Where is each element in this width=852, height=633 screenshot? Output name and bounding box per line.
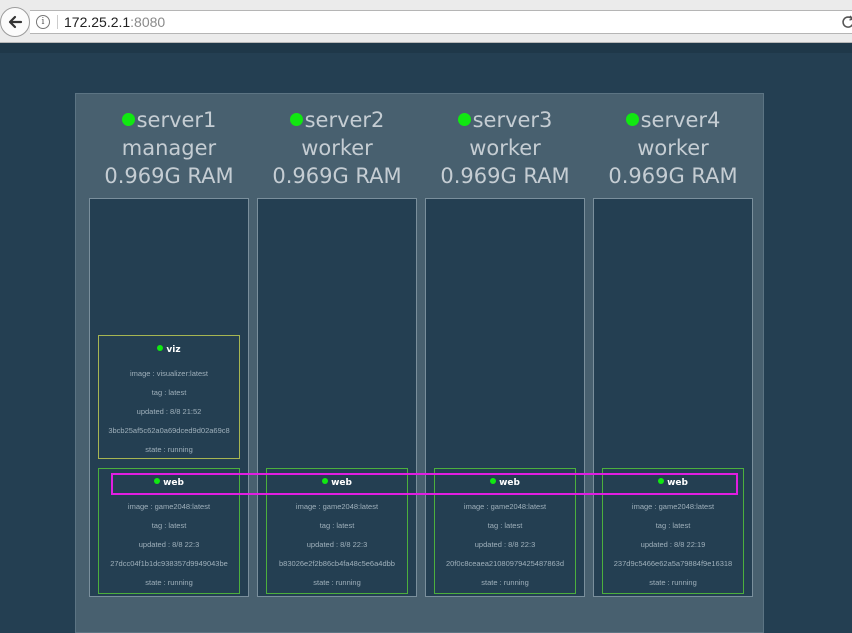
node-header: server3 worker 0.969G RAM [417, 106, 593, 190]
url-port: :8080 [130, 14, 166, 30]
task-name-row: web [435, 478, 575, 489]
task-image: image : game2048:latest [127, 502, 211, 511]
node-name-row: server3 [417, 106, 593, 134]
status-dot-icon [625, 113, 639, 126]
page-top-band [0, 43, 852, 53]
node-role: worker [637, 136, 709, 160]
task-tag: tag : latest [487, 521, 523, 530]
task-tag: tag : latest [151, 388, 187, 397]
status-dot-icon [289, 113, 303, 126]
task-card-web[interactable]: web image : game2048:latest tag : latest… [434, 468, 576, 594]
task-id: b83026e2f2b86cb4fa48c5e6a4dbb [279, 559, 395, 568]
task-name: viz [166, 345, 181, 355]
task-updated: updated : 8/8 21:52 [136, 407, 202, 416]
status-dot-icon [457, 113, 471, 126]
task-state: state : running [481, 578, 529, 587]
task-id: 237d9c5466e62a5a79884f9e16318 [613, 559, 733, 568]
task-card-web[interactable]: web image : game2048:latest tag : latest… [266, 468, 408, 594]
task-image: image : game2048:latest [463, 502, 547, 511]
task-state: state : running [649, 578, 697, 587]
status-dot-icon [658, 478, 665, 484]
task-card-web[interactable]: web image : game2048:latest tag : latest… [602, 468, 744, 594]
task-name-row: web [99, 478, 239, 489]
node-role: worker [469, 136, 541, 160]
node-task-column: web image : game2048:latest tag : latest… [593, 198, 753, 597]
node-task-column: web image : game2048:latest tag : latest… [257, 198, 417, 597]
node-ram: 0.969G RAM [608, 164, 738, 188]
back-button[interactable] [0, 7, 30, 37]
task-updated: updated : 8/8 22:19 [640, 540, 706, 549]
task-image: image : visualizer:latest [130, 369, 208, 378]
url-host: 172.25.2.1 [64, 14, 131, 30]
status-dot-icon [157, 345, 164, 351]
node-role: manager [121, 136, 217, 160]
task-id: 27dcc04f1b1dc938357d9949043be [110, 559, 228, 568]
status-dot-icon [121, 113, 135, 126]
status-dot-icon [154, 478, 161, 484]
task-state: state : running [313, 578, 361, 587]
task-name-row: web [267, 478, 407, 489]
task-card-viz[interactable]: viz image : visualizer:latest tag : late… [98, 335, 240, 459]
task-name: web [667, 478, 688, 488]
arrow-left-icon [8, 15, 23, 29]
web-service-highlight-box [111, 473, 738, 495]
node-name: server2 [304, 108, 385, 132]
task-name: web [163, 478, 184, 488]
browser-toolbar: i 172.25.2.1:8080 [0, 0, 852, 43]
task-card-web[interactable]: web image : game2048:latest tag : latest… [98, 468, 240, 594]
status-dot-icon [322, 478, 329, 484]
node-name: server1 [136, 108, 217, 132]
node-ram: 0.969G RAM [272, 164, 402, 188]
task-updated: updated : 8/8 22:3 [474, 540, 536, 549]
node-ram: 0.969G RAM [440, 164, 570, 188]
task-updated: updated : 8/8 22:3 [138, 540, 200, 549]
node-task-column: web image : game2048:latest tag : latest… [425, 198, 585, 597]
status-dot-icon [490, 478, 497, 484]
task-name: web [499, 478, 520, 488]
task-tag: tag : latest [151, 521, 187, 530]
task-state: state : running [145, 445, 193, 454]
task-image: image : game2048:latest [295, 502, 379, 511]
info-icon[interactable]: i [36, 15, 50, 29]
node-name-row: server4 [585, 106, 761, 134]
node-role: worker [301, 136, 373, 160]
task-id: 20f0c8ceaea21080979425487863d [445, 559, 565, 568]
task-tag: tag : latest [655, 521, 691, 530]
node-task-column: viz image : visualizer:latest tag : late… [89, 198, 249, 597]
address-separator [57, 15, 58, 29]
reload-icon-glyph [842, 15, 852, 28]
task-name-row: web [603, 478, 743, 489]
address-bar[interactable]: i 172.25.2.1:8080 [30, 10, 852, 34]
task-image: image : game2048:latest [631, 502, 715, 511]
node-name: server3 [472, 108, 553, 132]
node-name-row: server2 [249, 106, 425, 134]
task-tag: tag : latest [319, 521, 355, 530]
url-text[interactable]: 172.25.2.1:8080 [64, 14, 165, 30]
task-name-row: viz [99, 345, 239, 356]
task-id: 3bcb25af5c62a0a69dced9d02a69c8 [108, 426, 230, 435]
task-name: web [331, 478, 352, 488]
task-state: state : running [145, 578, 193, 587]
task-updated: updated : 8/8 22:3 [306, 540, 368, 549]
node-name: server4 [640, 108, 721, 132]
node-header: server4 worker 0.969G RAM [585, 106, 761, 190]
node-name-row: server1 [81, 106, 257, 134]
swarm-cluster-panel: server1 manager 0.969G RAM viz image : v… [75, 93, 764, 633]
node-header: server1 manager 0.969G RAM [81, 106, 257, 190]
node-header: server2 worker 0.969G RAM [249, 106, 425, 190]
node-ram: 0.969G RAM [104, 164, 234, 188]
